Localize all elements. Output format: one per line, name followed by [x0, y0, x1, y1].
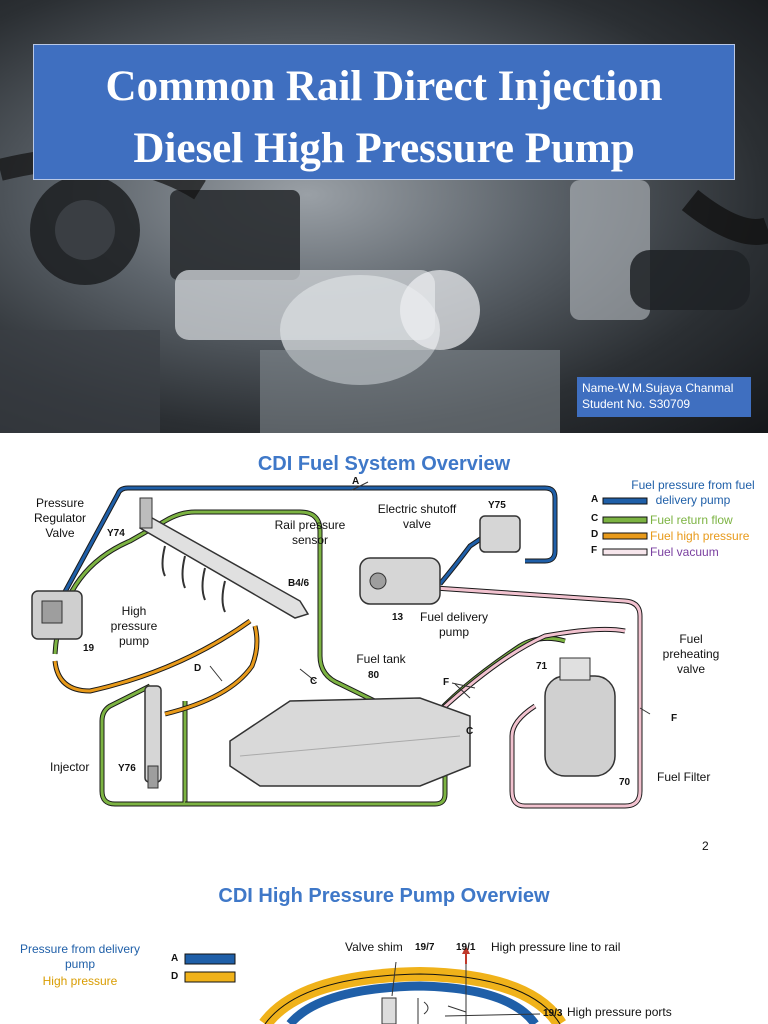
- legend-key-c: C: [591, 513, 599, 524]
- title-box: Common Rail Direct Injection Diesel High…: [33, 44, 735, 180]
- label-line-to-rail: High pressure line to rail: [491, 940, 621, 954]
- label-rail-pressure-sensor: Rail pressure sensor: [274, 518, 346, 547]
- code-b46: B4/6: [288, 578, 310, 589]
- legend-swatch-a: [602, 497, 648, 505]
- pump-diagram: [184, 946, 566, 1024]
- legend-key-d: D: [171, 971, 179, 982]
- fuel-delivery-pump-part: [359, 557, 441, 605]
- legend-key-a: A: [591, 494, 599, 505]
- label-fuel-preheating: Fuel preheating valve: [662, 632, 720, 676]
- fuel-filter-part: [544, 657, 616, 777]
- code-y75: Y75: [488, 500, 506, 511]
- rail-part: [139, 497, 310, 619]
- code-y74: Y74: [107, 528, 125, 539]
- fuel-system-slide: CDI Fuel System Overview: [0, 436, 768, 866]
- legend-swatch-d: [602, 532, 648, 540]
- label-high-pressure-pump: High pressure pump: [110, 604, 158, 648]
- student-number: Student No. S30709: [582, 397, 691, 411]
- legend-swatch-c: [602, 516, 648, 524]
- title-line-2: Diesel High Pressure Pump: [133, 125, 635, 172]
- label-valve-shim: Valve shim: [345, 940, 403, 954]
- code-d: D: [194, 663, 202, 674]
- legend-key-d: D: [591, 529, 599, 540]
- code-a: A: [352, 476, 360, 487]
- code-19: 19: [83, 643, 95, 654]
- code-y76: Y76: [118, 763, 136, 774]
- fuel-tank-part: [229, 697, 471, 787]
- label-fuel-filter: Fuel Filter: [657, 770, 711, 784]
- legend-swatch-d: [184, 971, 236, 983]
- title-line-1: Common Rail Direct Injection: [105, 63, 663, 110]
- pump-overview-slide: CDI High Pressure Pump Overview Pressure…: [0, 866, 768, 1024]
- label-fuel-tank: Fuel tank: [356, 652, 406, 666]
- legend-swatch-f: [602, 548, 648, 556]
- label-hp-ports: High pressure ports: [567, 1005, 672, 1019]
- legend-text-c: Fuel return flow: [650, 513, 733, 527]
- legend-text-a: Fuel pressure from fuel delivery pump: [631, 478, 755, 507]
- legend-key-a: A: [171, 953, 179, 964]
- label-electric-shutoff: Electric shutoff valve: [377, 502, 457, 531]
- code-19-1: 19/1: [456, 942, 476, 953]
- injector-part: [144, 685, 162, 789]
- legend-swatch-a: [184, 953, 236, 965]
- code-70: 70: [619, 777, 631, 788]
- legend-text-a: Pressure from delivery pump: [19, 942, 141, 971]
- code-c-1: C: [310, 676, 318, 687]
- label-fuel-delivery-pump: Fuel delivery pump: [419, 610, 489, 639]
- legend-text-f: Fuel vacuum: [650, 545, 719, 559]
- code-80: 80: [368, 670, 380, 681]
- code-13: 13: [392, 612, 404, 623]
- label-injector: Injector: [50, 760, 90, 774]
- page-number: 2: [702, 839, 709, 853]
- code-f-2: F: [671, 713, 678, 724]
- code-19-3: 19/3: [543, 1008, 563, 1019]
- electric-shutoff-part: [479, 515, 521, 553]
- legend-text-d: High pressure: [42, 974, 118, 988]
- code-c-2: C: [466, 726, 474, 737]
- author-name: Name-W,M.Sujaya Chanmal: [582, 381, 734, 395]
- slide-title: CDI High Pressure Pump Overview: [218, 885, 550, 907]
- legend-text-d: Fuel high pressure: [650, 529, 750, 543]
- fuel-system-diagram: [31, 481, 651, 809]
- author-box: Name-W,M.Sujaya Chanmal Student No. S307…: [577, 377, 751, 417]
- slide-title: CDI Fuel System Overview: [257, 453, 511, 475]
- legend-key-f: F: [591, 545, 598, 556]
- title-slide: Common Rail Direct Injection Diesel High…: [0, 0, 768, 433]
- label-pressure-regulator: Pressure Regulator Valve: [33, 496, 87, 540]
- code-19-7: 19/7: [415, 942, 435, 953]
- pressure-regulator-part: [31, 590, 83, 640]
- engine-photo: [0, 147, 768, 433]
- code-71: 71: [536, 661, 548, 672]
- code-f-1: F: [443, 677, 450, 688]
